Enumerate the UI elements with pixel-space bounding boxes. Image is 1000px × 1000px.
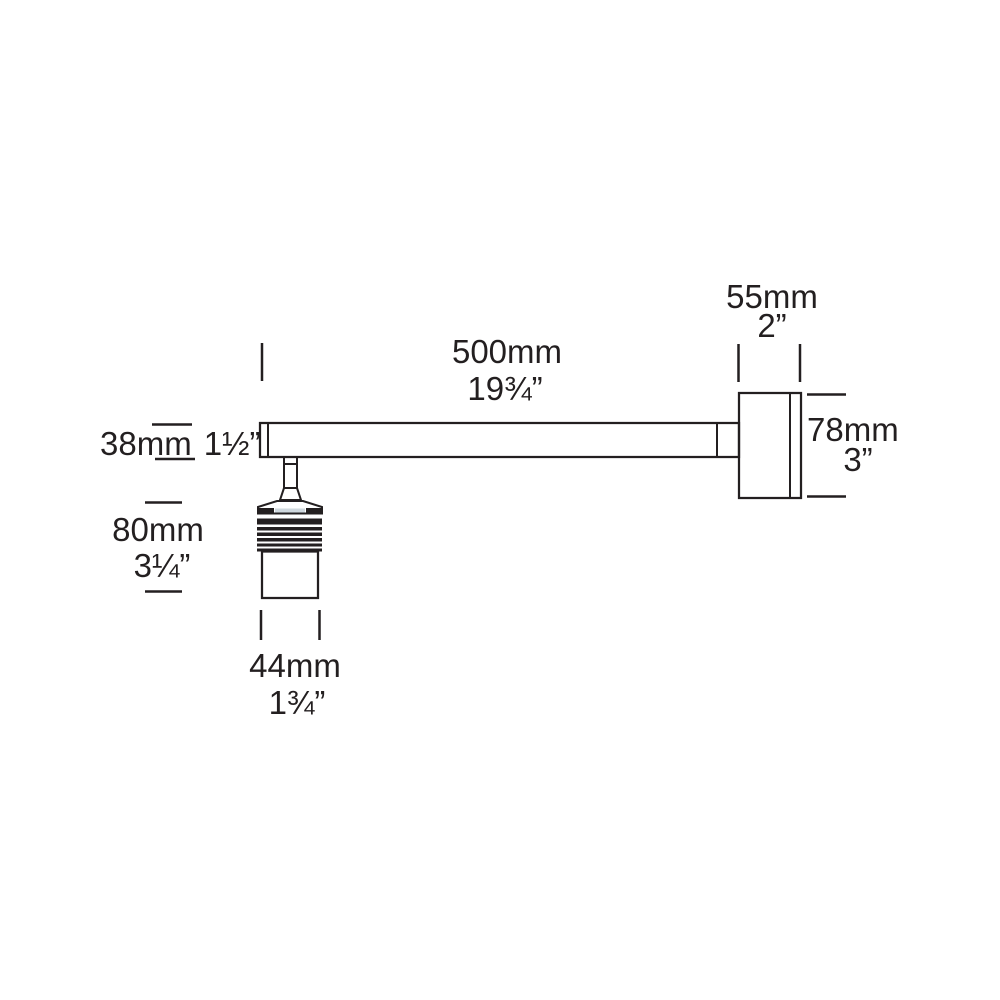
stem-flare xyxy=(278,487,303,501)
head-height-metric-label: 80mm xyxy=(112,511,204,548)
head-cap-notch-right xyxy=(306,508,322,514)
arm-length-metric-label: 500mm xyxy=(452,333,562,370)
head-ribs xyxy=(257,518,322,552)
head-cap-notch-left xyxy=(258,508,274,514)
head-diameter-imperial-label: 1¾” xyxy=(269,684,326,721)
head-rib xyxy=(257,527,322,531)
arm-height-label: 38mm 1½” xyxy=(100,425,261,462)
plate-height-imperial-label: 3” xyxy=(843,441,872,478)
spotlight-head xyxy=(257,500,323,600)
plate-height-metric-label: 78mm xyxy=(807,411,899,448)
head-rib xyxy=(257,543,322,547)
head-rib xyxy=(257,538,322,542)
arm-height-imperial-label: 1½” xyxy=(204,425,261,462)
wall-plate xyxy=(737,391,803,500)
stem-shaft xyxy=(283,456,298,489)
head-glass-strip xyxy=(275,508,305,513)
plate-width-metric-label: 55mm xyxy=(726,278,818,315)
arm-length-imperial-label: 19¾” xyxy=(467,370,542,407)
head-body xyxy=(260,550,320,600)
swivel-stem xyxy=(278,456,303,501)
plate-width-imperial-label: 2” xyxy=(757,307,786,344)
head-rib xyxy=(257,532,322,536)
head-diameter-metric-label: 44mm xyxy=(249,647,341,684)
dimension-ticks xyxy=(145,343,846,640)
head-height-imperial-label: 3¼” xyxy=(134,547,191,584)
head-rib xyxy=(257,548,322,552)
mounting-arm xyxy=(258,421,741,459)
fixture-outline xyxy=(257,391,803,600)
head-rib xyxy=(257,518,322,525)
arm-height-metric-label: 38mm xyxy=(100,425,192,462)
